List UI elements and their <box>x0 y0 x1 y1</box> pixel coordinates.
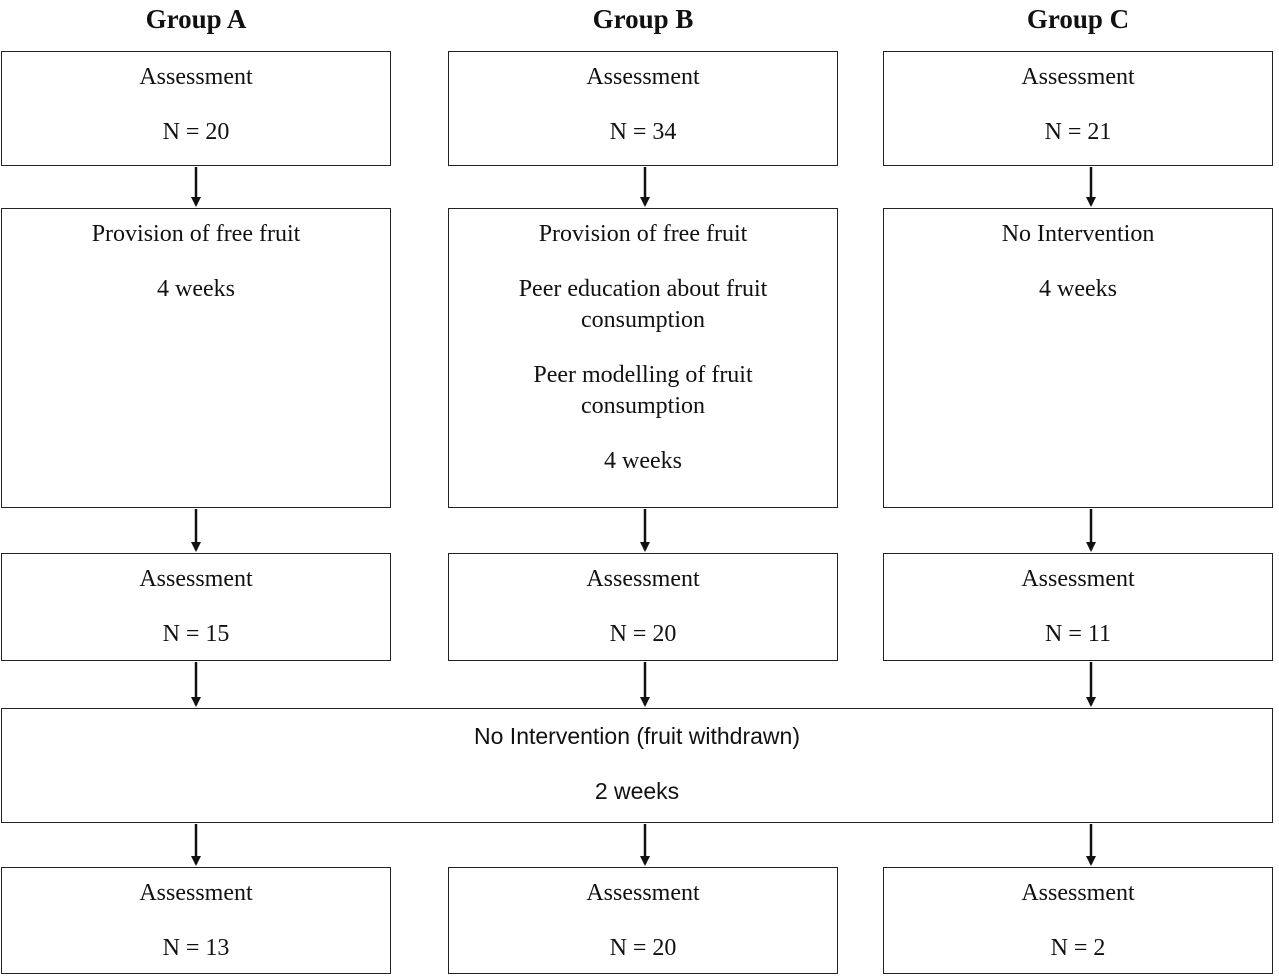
group-b-baseline-box: Assessment N = 34 <box>448 51 838 166</box>
sample-size: N = 13 <box>162 935 230 961</box>
intervention-line: Provision of free fruit <box>538 221 748 247</box>
group-a-header: Group A <box>145 4 247 34</box>
sample-size: N = 21 <box>1044 119 1112 145</box>
group-b-post-box: Assessment N = 20 <box>448 553 838 661</box>
group-c-intervention-box: No Intervention 4 weeks <box>883 208 1273 508</box>
assessment-label: Assessment <box>139 880 253 906</box>
assessment-label: Assessment <box>139 64 253 90</box>
group-a-intervention-box: Provision of free fruit 4 weeks <box>1 208 391 508</box>
assessment-label: Assessment <box>586 64 700 90</box>
sample-size: N = 34 <box>609 119 677 145</box>
assessment-label: Assessment <box>139 566 253 592</box>
intervention-duration: 4 weeks <box>157 276 235 302</box>
assessment-label: Assessment <box>586 880 700 906</box>
group-a-followup-box: Assessment N = 13 <box>1 867 391 974</box>
group-c-baseline-box: Assessment N = 21 <box>883 51 1273 166</box>
group-c-post-box: Assessment N = 11 <box>883 553 1273 661</box>
intervention-duration: 4 weeks <box>604 448 682 474</box>
group-c-header: Group C <box>1026 4 1130 34</box>
washout-box: No Intervention (fruit withdrawn) 2 week… <box>1 708 1273 823</box>
intervention-line: Peer education about fruit consumption <box>518 276 768 333</box>
sample-size: N = 15 <box>162 621 230 647</box>
intervention-line: No Intervention <box>1001 221 1155 247</box>
group-b-intervention-box: Provision of free fruit Peer education a… <box>448 208 838 508</box>
intervention-line: Provision of free fruit <box>91 221 301 247</box>
assessment-label: Assessment <box>1021 64 1135 90</box>
washout-duration: 2 weeks <box>594 778 680 804</box>
sample-size: N = 2 <box>1050 935 1106 961</box>
group-a-baseline-box: Assessment N = 20 <box>1 51 391 166</box>
group-b-followup-box: Assessment N = 20 <box>448 867 838 974</box>
group-a-post-box: Assessment N = 15 <box>1 553 391 661</box>
assessment-label: Assessment <box>1021 880 1135 906</box>
sample-size: N = 11 <box>1045 621 1111 647</box>
group-c-followup-box: Assessment N = 2 <box>883 867 1273 974</box>
sample-size: N = 20 <box>609 935 677 961</box>
washout-label: No Intervention (fruit withdrawn) <box>474 723 800 749</box>
sample-size: N = 20 <box>609 621 677 647</box>
group-b-header: Group B <box>592 4 694 34</box>
intervention-duration: 4 weeks <box>1039 276 1117 302</box>
intervention-line: Peer modelling of fruit consumption <box>533 362 753 419</box>
assessment-label: Assessment <box>586 566 700 592</box>
sample-size: N = 20 <box>162 119 230 145</box>
assessment-label: Assessment <box>1021 566 1135 592</box>
